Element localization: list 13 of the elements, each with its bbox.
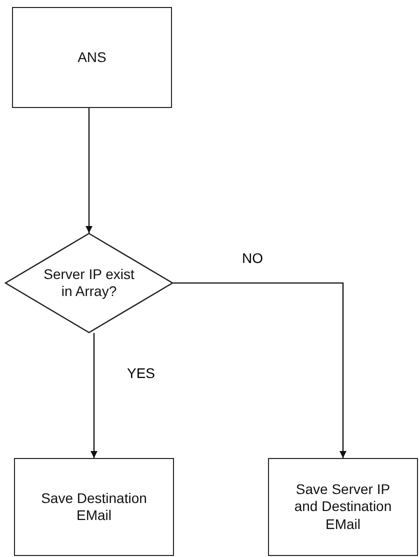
arrow <box>86 108 92 233</box>
edge-label: NO <box>240 250 265 266</box>
node-text: Server IP exist in Array? <box>42 266 136 300</box>
arrow <box>90 333 98 458</box>
node-text: ANS <box>78 48 106 66</box>
edge-label: YES <box>125 365 158 381</box>
process-box <box>12 7 172 108</box>
process-box <box>268 458 418 556</box>
node-text: Save Destination EMail <box>40 490 148 524</box>
process-box <box>14 458 174 556</box>
decision-diamond <box>5 233 173 333</box>
arrow <box>173 282 346 458</box>
node-text: Save Server IP and Destination EMail <box>293 480 393 534</box>
